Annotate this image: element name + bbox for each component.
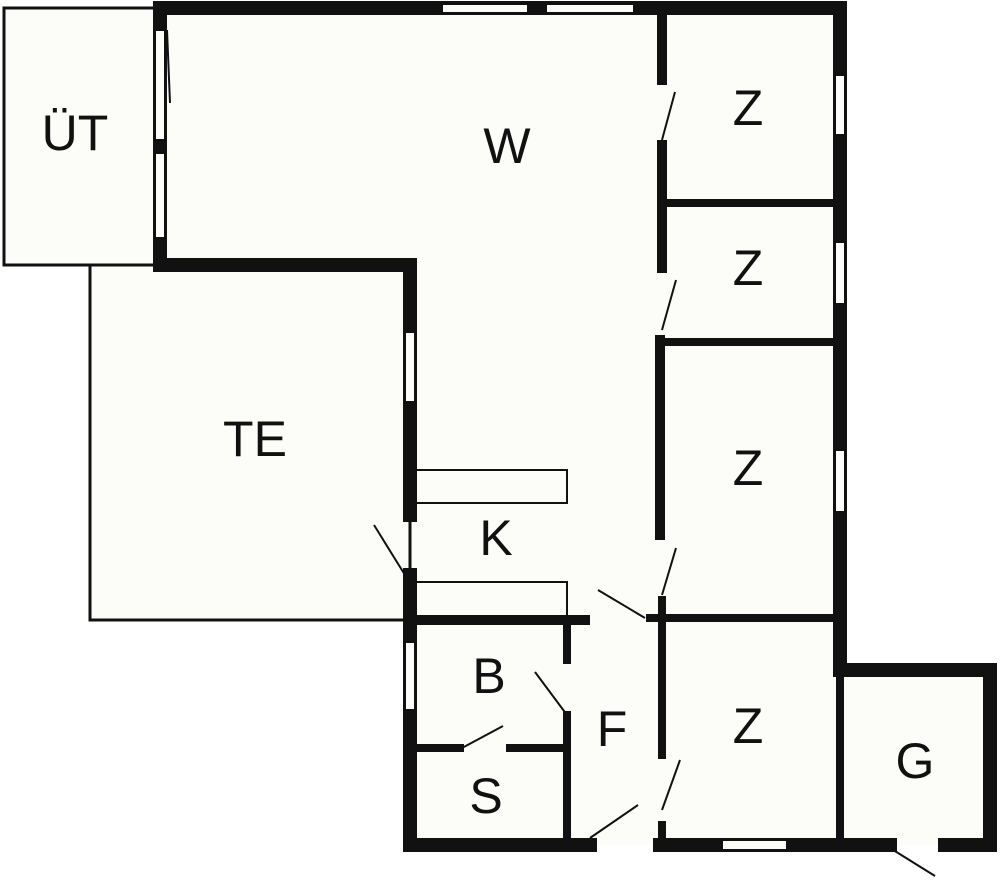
floor-fill (160, 8, 990, 845)
label-ut: ÜT (42, 105, 109, 161)
door-f-b (534, 671, 568, 716)
door-b-s (461, 725, 504, 749)
window-top-2 (545, 3, 635, 14)
label-f: F (597, 701, 628, 757)
room-labels: ÜT W TE K Z Z Z Z B S F G (42, 80, 935, 824)
label-w: W (483, 118, 531, 174)
door-te-k (373, 524, 406, 576)
label-z2: Z (733, 240, 764, 296)
label-te: TE (223, 411, 287, 467)
window-top-1 (441, 3, 529, 14)
counter-lower (417, 581, 568, 615)
label-z1: Z (733, 80, 764, 136)
exterior-areas (2, 6, 412, 622)
window-z2 (834, 241, 846, 305)
window-w-left-2 (154, 152, 166, 239)
window-k (404, 331, 416, 403)
label-b: B (472, 648, 505, 704)
window-z3 (834, 449, 846, 513)
door-w-z2 (661, 279, 677, 331)
label-g: G (896, 733, 935, 789)
kitchen-counters (417, 469, 568, 615)
windows (154, 3, 846, 851)
door-w-z1 (661, 91, 676, 141)
door-k-f (597, 589, 646, 619)
label-z4: Z (733, 698, 764, 754)
window-w-left-1 (154, 29, 166, 141)
door-ut-w (166, 29, 171, 104)
window-b (404, 641, 416, 711)
window-z4 (721, 839, 788, 851)
door-g (889, 847, 936, 877)
door-entrance (589, 804, 639, 839)
door-f-z4 (661, 759, 681, 811)
label-z3: Z (733, 440, 764, 496)
door-w-z3 (661, 547, 677, 596)
label-k: K (479, 510, 512, 566)
counter-upper (417, 469, 568, 504)
label-s: S (469, 768, 502, 824)
doors (166, 29, 936, 877)
window-z1 (834, 74, 846, 136)
